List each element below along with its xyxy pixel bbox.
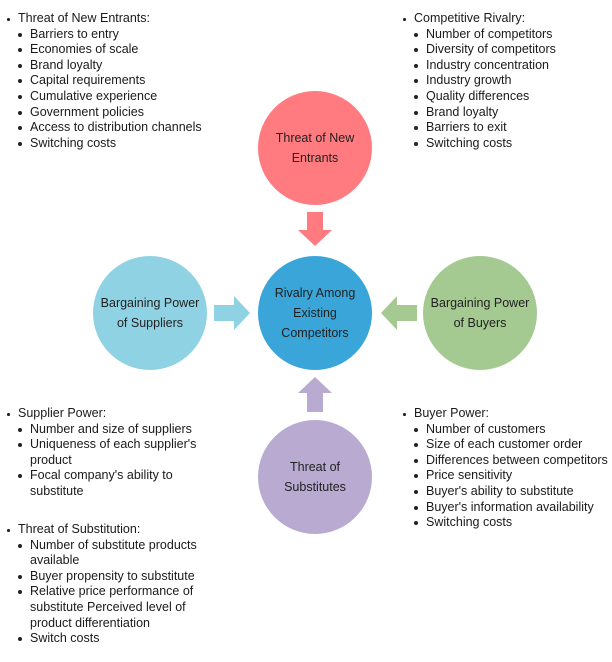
list-item: Focal company's ability to substitute [4, 468, 214, 499]
arrow-left-icon [381, 296, 417, 330]
list-item: Access to distribution channels [4, 120, 234, 136]
circle-label: Rivalry Among Existing Competitors [274, 286, 356, 340]
circle-label: Threat of New Entrants [275, 131, 355, 165]
list-item: Capital requirements [4, 73, 234, 89]
list-item: Relative price performance of substitute… [4, 584, 214, 631]
arrow-up-icon [298, 377, 332, 412]
block-title: Threat of Substitution: [4, 522, 214, 538]
supplier-power-block: Supplier Power: Number and size of suppl… [4, 406, 214, 500]
list-item: Barriers to exit [400, 120, 610, 136]
list-item: Diversity of competitors [400, 42, 610, 58]
bullet-list: Barriers to entry Economies of scale Bra… [4, 27, 234, 152]
circle-rivalry-among-competitors: Rivalry Among Existing Competitors [258, 256, 372, 370]
bullet-list: Number of substitute products available … [4, 538, 214, 647]
arrow-right-icon [214, 296, 250, 330]
list-item: Industry concentration [400, 58, 610, 74]
list-item: Number and size of suppliers [4, 422, 214, 438]
list-item: Number of substitute products available [4, 538, 214, 569]
threat-new-entrants-block: Threat of New Entrants: Barriers to entr… [4, 11, 234, 151]
list-item: Switch costs [4, 631, 214, 647]
list-item: Buyer's ability to substitute [400, 484, 612, 500]
list-item: Brand loyalty [4, 58, 234, 74]
circle-threat-of-new-entrants: Threat of New Entrants [258, 91, 372, 205]
circle-bargaining-power-buyers: Bargaining Power of Buyers [423, 256, 537, 370]
arrow-down-icon [298, 212, 332, 246]
block-title: Competitive Rivalry: [400, 11, 610, 27]
list-item: Economies of scale [4, 42, 234, 58]
bullet-list: Number of competitors Diversity of compe… [400, 27, 610, 152]
bullet-list: Number and size of suppliers Uniqueness … [4, 422, 214, 500]
list-item: Government policies [4, 105, 234, 121]
bullet-list: Number of customers Size of each custome… [400, 422, 612, 531]
list-item: Switching costs [4, 136, 234, 152]
list-item: Differences between competitors [400, 453, 612, 469]
circle-bargaining-power-suppliers: Bargaining Power of Suppliers [93, 256, 207, 370]
list-item: Uniqueness of each supplier's product [4, 437, 214, 468]
list-item: Buyer propensity to substitute [4, 569, 214, 585]
block-title: Buyer Power: [400, 406, 612, 422]
threat-substitution-block: Threat of Substitution: Number of substi… [4, 522, 214, 647]
competitive-rivalry-block: Competitive Rivalry: Number of competito… [400, 11, 610, 151]
list-item: Cumulative experience [4, 89, 234, 105]
list-item: Barriers to entry [4, 27, 234, 43]
list-item: Switching costs [400, 515, 612, 531]
block-title: Threat of New Entrants: [4, 11, 234, 27]
list-item: Quality differences [400, 89, 610, 105]
list-item: Industry growth [400, 73, 610, 89]
circle-label: Threat of Substitutes [284, 460, 346, 494]
circle-label: Bargaining Power of Suppliers [100, 296, 200, 330]
list-item: Switching costs [400, 136, 610, 152]
list-item: Brand loyalty [400, 105, 610, 121]
list-item: Number of customers [400, 422, 612, 438]
circle-label: Bargaining Power of Buyers [430, 296, 530, 330]
list-item: Price sensitivity [400, 468, 612, 484]
list-item: Number of competitors [400, 27, 610, 43]
block-title: Supplier Power: [4, 406, 214, 422]
list-item: Size of each customer order [400, 437, 612, 453]
buyer-power-block: Buyer Power: Number of customers Size of… [400, 406, 612, 531]
list-item: Buyer's information availability [400, 500, 612, 516]
circle-threat-of-substitutes: Threat of Substitutes [258, 420, 372, 534]
